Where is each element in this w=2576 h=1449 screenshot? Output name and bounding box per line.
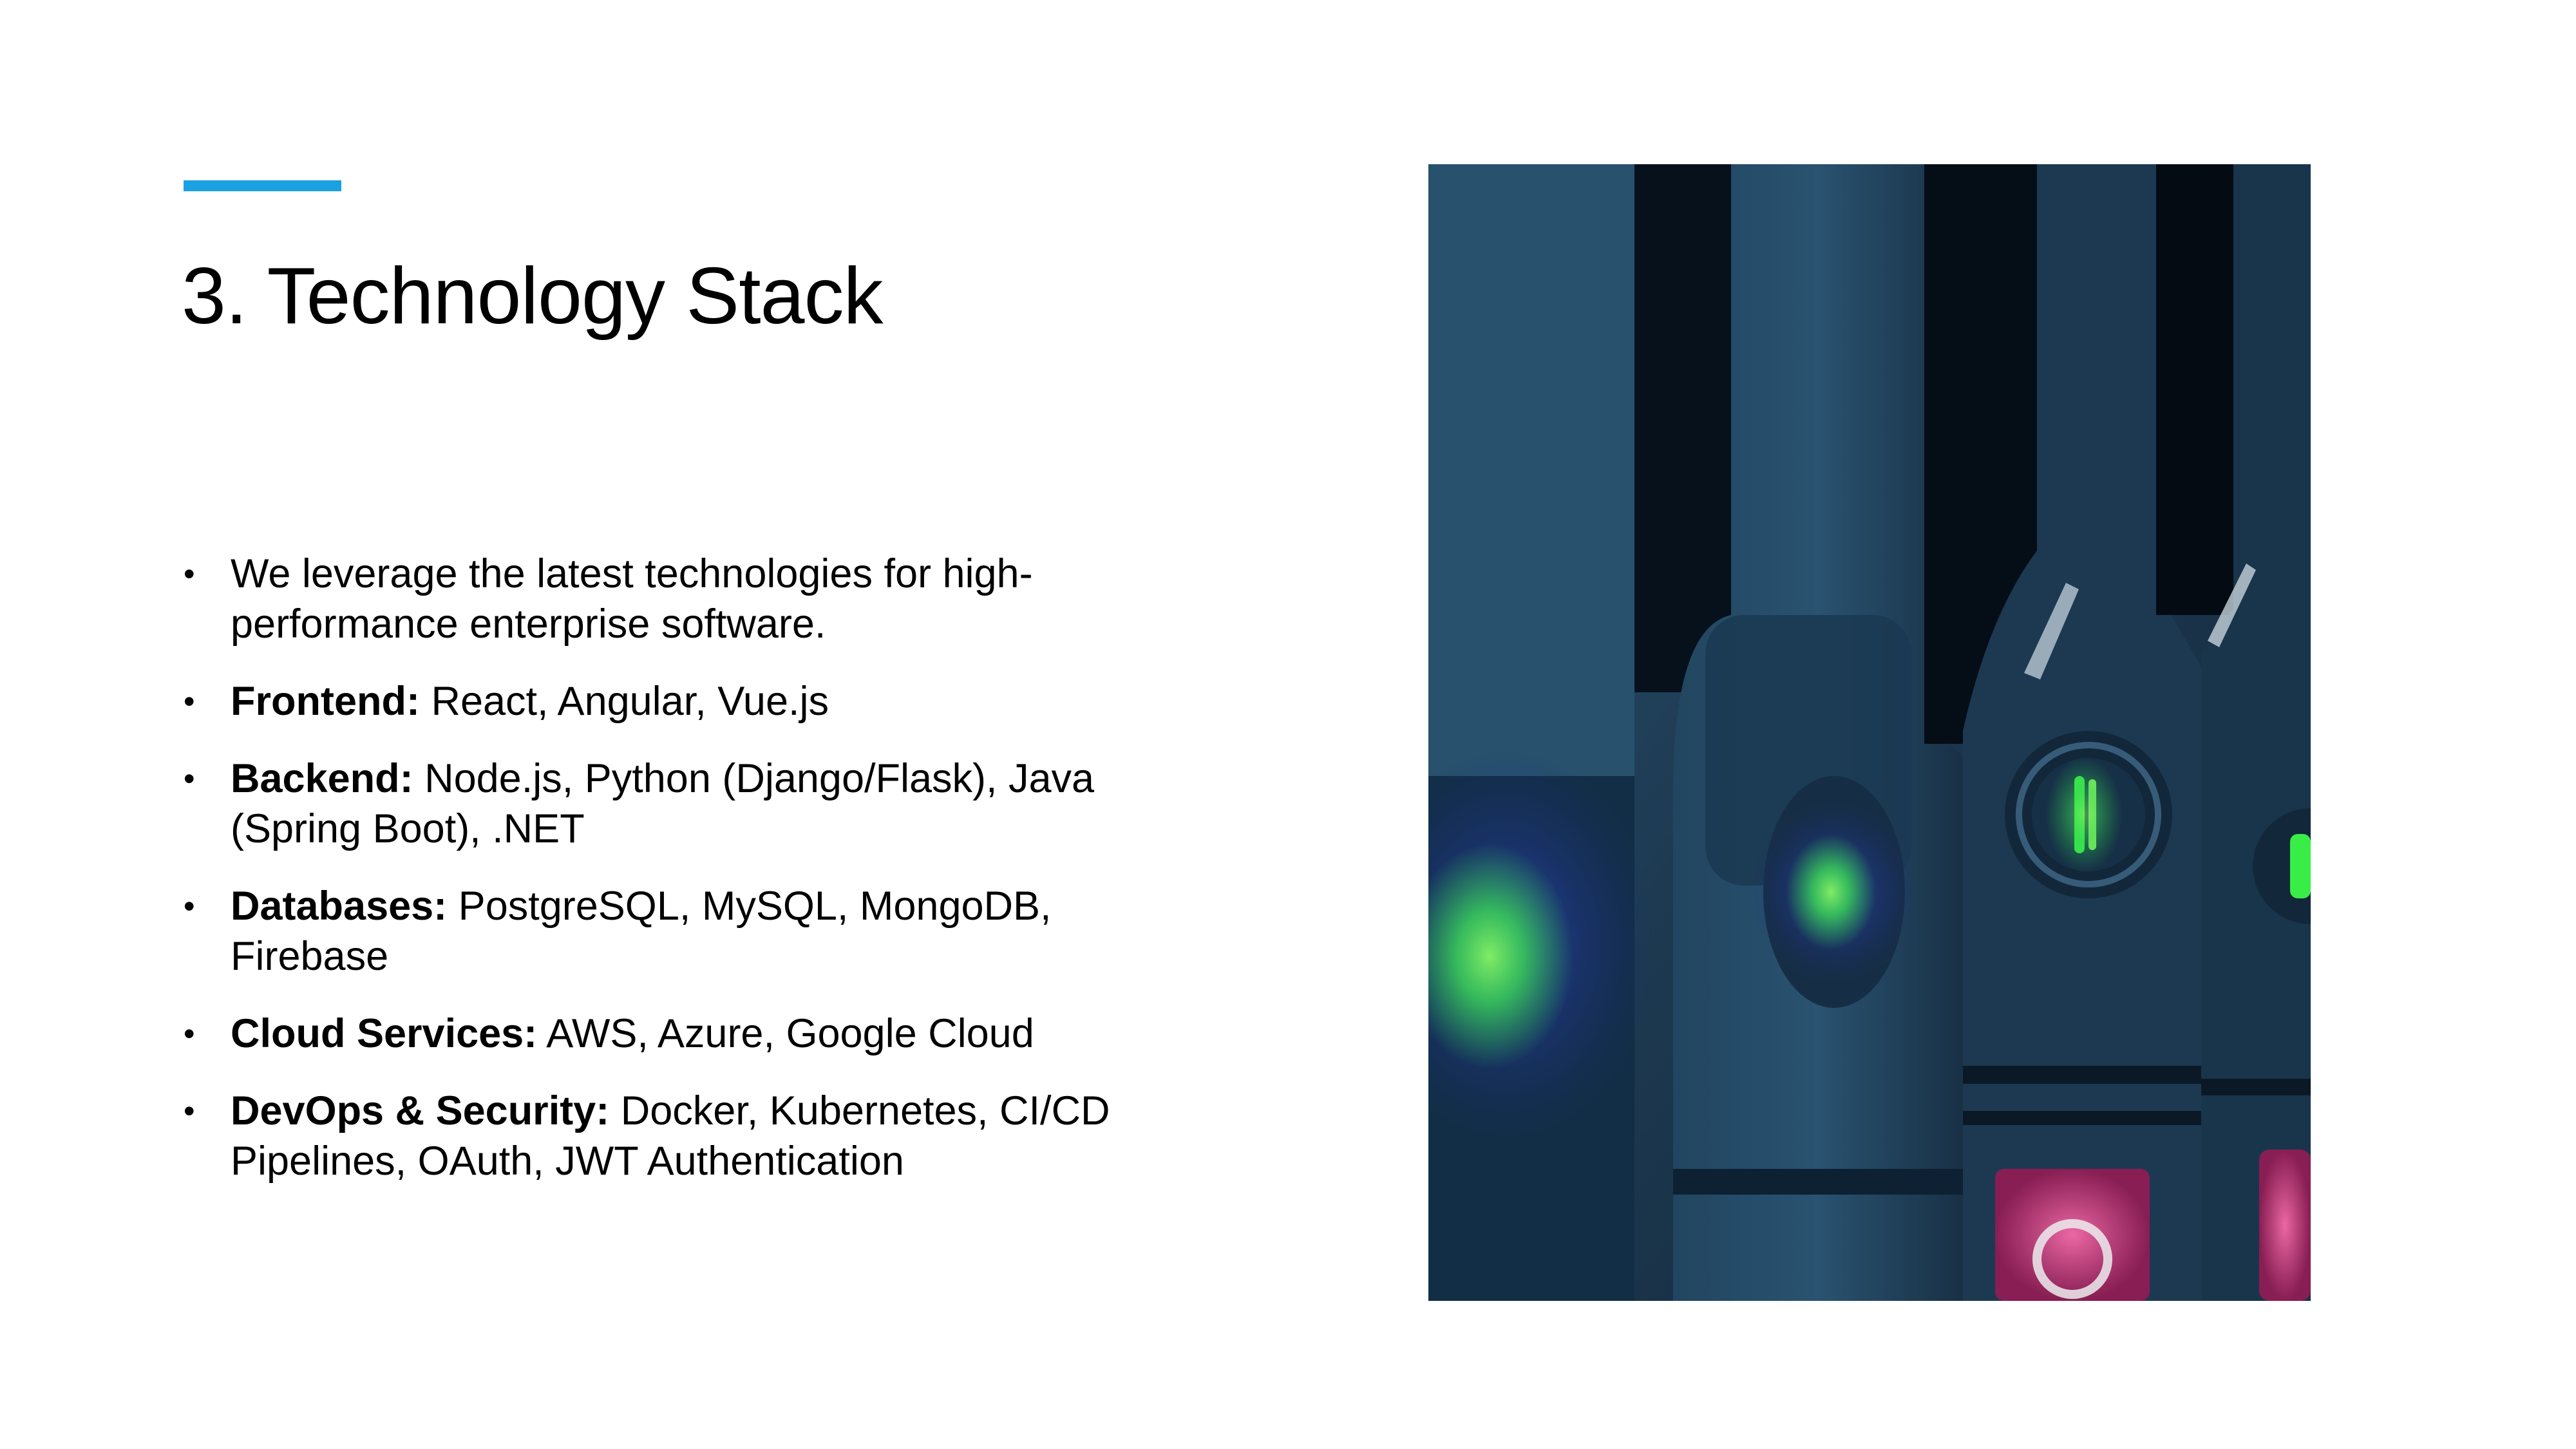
- bullet-item: • We leverage the latest technologies fo…: [184, 549, 1130, 649]
- bullet-text: React, Angular, Vue.js: [419, 679, 829, 724]
- bullet-text: PostgreSQL, MySQL, MongoDB, Firebase: [231, 884, 1052, 979]
- bullet-dot-icon: •: [184, 761, 195, 797]
- bullet-label: DevOps & Security:: [231, 1088, 610, 1133]
- bullet-dot-icon: •: [184, 1093, 195, 1129]
- bullet-text: Node.js, Python (Django/Flask), Java (Sp…: [231, 756, 1095, 851]
- bullet-text: We leverage the latest technologies for …: [231, 551, 1033, 647]
- bullet-item: • Frontend: React, Angular, Vue.js: [184, 676, 1130, 726]
- bullet-dot-icon: •: [184, 888, 195, 924]
- bullet-text: Docker, Kubernetes, CI/CD Pipelines, OAu…: [231, 1088, 1110, 1184]
- bullet-text: AWS, Azure, Google Cloud: [537, 1011, 1034, 1056]
- bullet-dot-icon: •: [184, 1016, 195, 1052]
- server-rack-photo: [1428, 164, 2311, 1301]
- bullet-item: • Cloud Services: AWS, Azure, Google Clo…: [184, 1009, 1130, 1059]
- bullet-label: Frontend:: [231, 679, 420, 724]
- bullet-dot-icon: •: [184, 556, 195, 592]
- bullet-item: • Backend: Node.js, Python (Django/Flask…: [184, 753, 1130, 854]
- title-accent-bar: [184, 180, 341, 191]
- bullet-item: • Databases: PostgreSQL, MySQL, MongoDB,…: [184, 881, 1130, 981]
- bullet-item: • DevOps & Security: Docker, Kubernetes,…: [184, 1086, 1130, 1186]
- bullet-label: Databases:: [231, 884, 448, 929]
- bullet-dot-icon: •: [184, 683, 195, 719]
- bullet-label: Cloud Services:: [231, 1011, 538, 1056]
- bullet-list: • We leverage the latest technologies fo…: [184, 549, 1130, 1213]
- slide-title: 3. Technology Stack: [182, 252, 884, 341]
- bullet-label: Backend:: [231, 756, 413, 801]
